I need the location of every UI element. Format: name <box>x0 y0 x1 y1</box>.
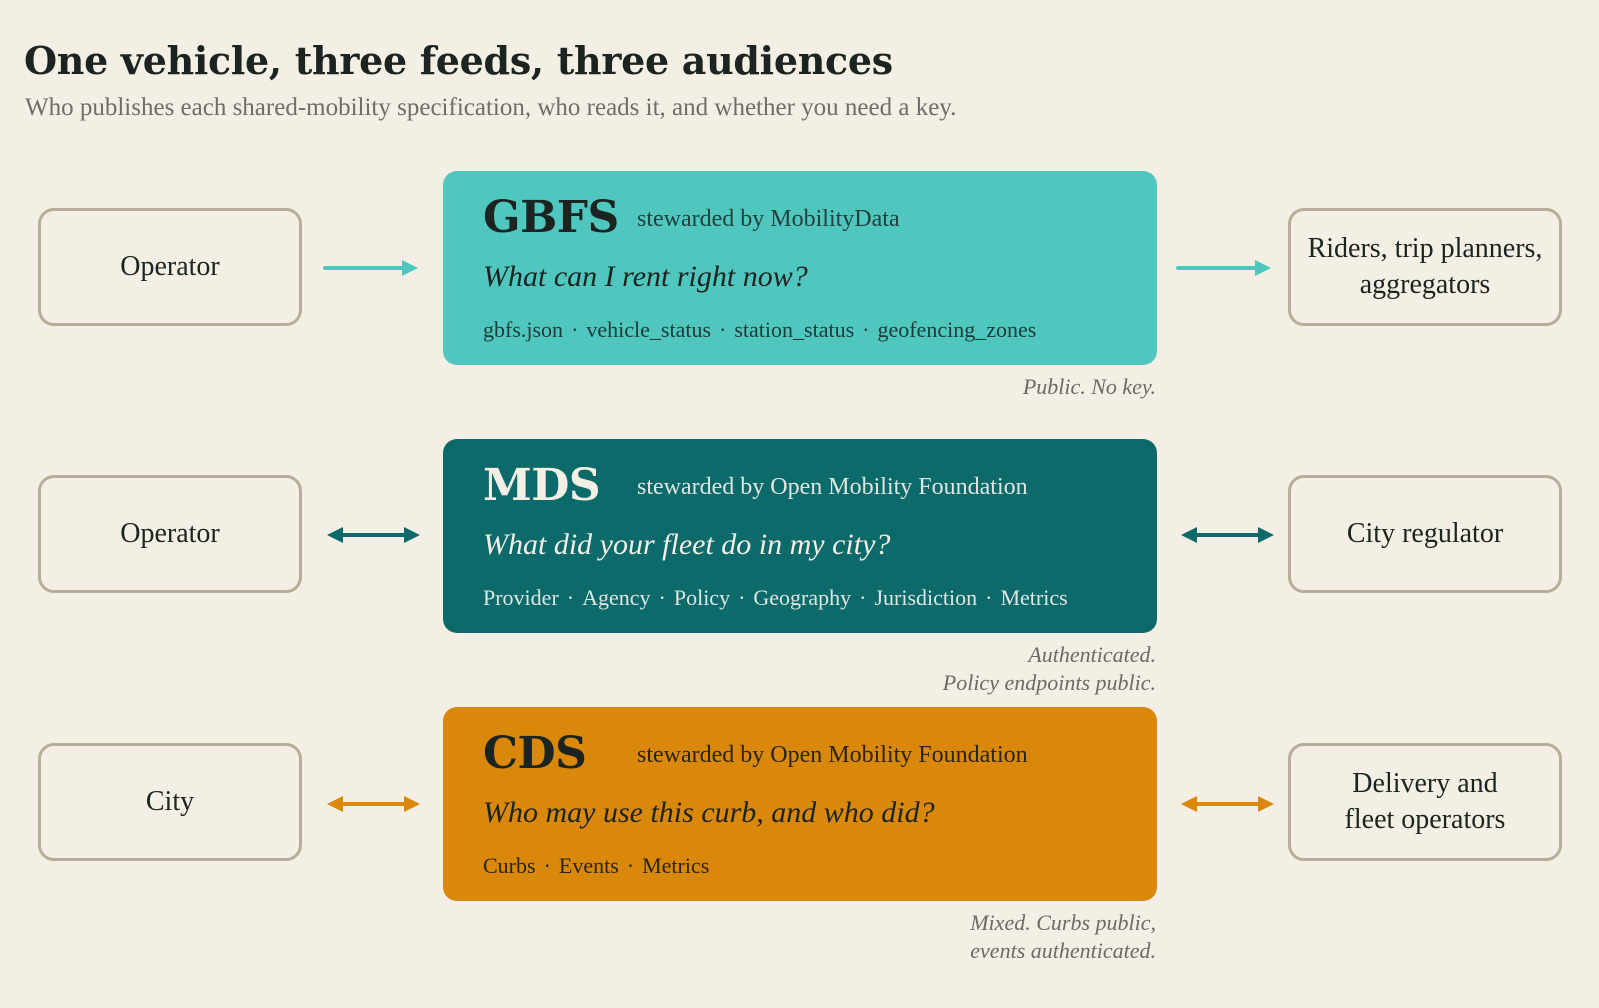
spec-name: GBFS <box>483 192 619 243</box>
audience-label-line: Riders, trip planners, <box>1307 233 1543 264</box>
endpoint-item: geofencing_zones <box>877 317 1037 342</box>
audience-label-line: Delivery and <box>1352 768 1498 799</box>
double-arrow-icon <box>1181 527 1274 543</box>
page-title: One vehicle, three feeds, three audience… <box>24 38 893 83</box>
access-note-gbfs: Public. No key. <box>1022 374 1156 399</box>
source-label: City <box>145 786 195 817</box>
spec-question: Who may use this curb, and who did? <box>483 796 935 829</box>
source-box-city: City <box>38 743 302 861</box>
audience-label-line: aggregators <box>1359 269 1491 300</box>
endpoint-item: Geography <box>753 585 852 610</box>
endpoint-item: station_status <box>734 317 855 342</box>
source-box-operator: Operator <box>38 475 302 593</box>
audience-box-city-regulator: City regulator <box>1288 475 1562 593</box>
endpoint-item: Metrics <box>1000 585 1068 610</box>
spec-endpoints: gbfs.json·vehicle_status·station_status·… <box>483 317 1037 342</box>
endpoint-item: Jurisdiction <box>874 585 978 610</box>
double-arrow-icon <box>1181 796 1274 812</box>
spec-steward: stewarded by Open Mobility Foundation <box>637 742 1028 768</box>
audience-label-line: City regulator <box>1346 518 1504 549</box>
spec-endpoints: Provider·Agency·Policy·Geography·Jurisdi… <box>483 585 1068 610</box>
spec-endpoints: Curbs·Events·Metrics <box>483 853 710 878</box>
audience-label-line: fleet operators <box>1344 804 1506 835</box>
endpoint-item: Provider <box>483 585 559 610</box>
double-arrow-icon <box>327 527 420 543</box>
endpoint-item: Curbs <box>483 853 536 878</box>
audience-box-delivery-operators: Delivery and fleet operators <box>1288 743 1562 861</box>
access-note-mds: Authenticated. Policy endpoints public. <box>942 642 1156 695</box>
endpoint-item: vehicle_status <box>586 317 712 342</box>
access-note-cds: Mixed. Curbs public, events authenticate… <box>970 910 1156 963</box>
spec-steward: stewarded by Open Mobility Foundation <box>637 474 1028 500</box>
spec-name: CDS <box>483 728 587 779</box>
arrow-right-icon <box>1176 260 1271 276</box>
source-box-operator: Operator <box>38 208 302 326</box>
endpoint-item: gbfs.json <box>483 317 564 342</box>
spec-name: MDS <box>483 460 601 511</box>
page-subtitle: Who publishes each shared-mobility speci… <box>25 94 957 121</box>
spec-card-cds: CDS stewarded by Open Mobility Foundatio… <box>443 707 1157 901</box>
audience-box-riders: Riders, trip planners, aggregators <box>1288 208 1562 326</box>
spec-question: What did your fleet do in my city? <box>483 528 891 561</box>
double-arrow-icon <box>327 796 420 812</box>
spec-card-gbfs: GBFS stewarded by MobilityData What can … <box>443 171 1157 365</box>
source-label: Operator <box>120 251 220 282</box>
spec-question: What can I rent right now? <box>483 260 808 293</box>
source-label: Operator <box>120 518 220 549</box>
arrow-right-icon <box>323 260 418 276</box>
spec-card-mds: MDS stewarded by Open Mobility Foundatio… <box>443 439 1157 633</box>
spec-steward: stewarded by MobilityData <box>637 206 900 232</box>
endpoint-item: Policy <box>673 585 731 610</box>
endpoint-item: Metrics <box>642 853 710 878</box>
endpoint-item: Events <box>558 853 619 878</box>
endpoint-item: Agency <box>582 585 651 610</box>
